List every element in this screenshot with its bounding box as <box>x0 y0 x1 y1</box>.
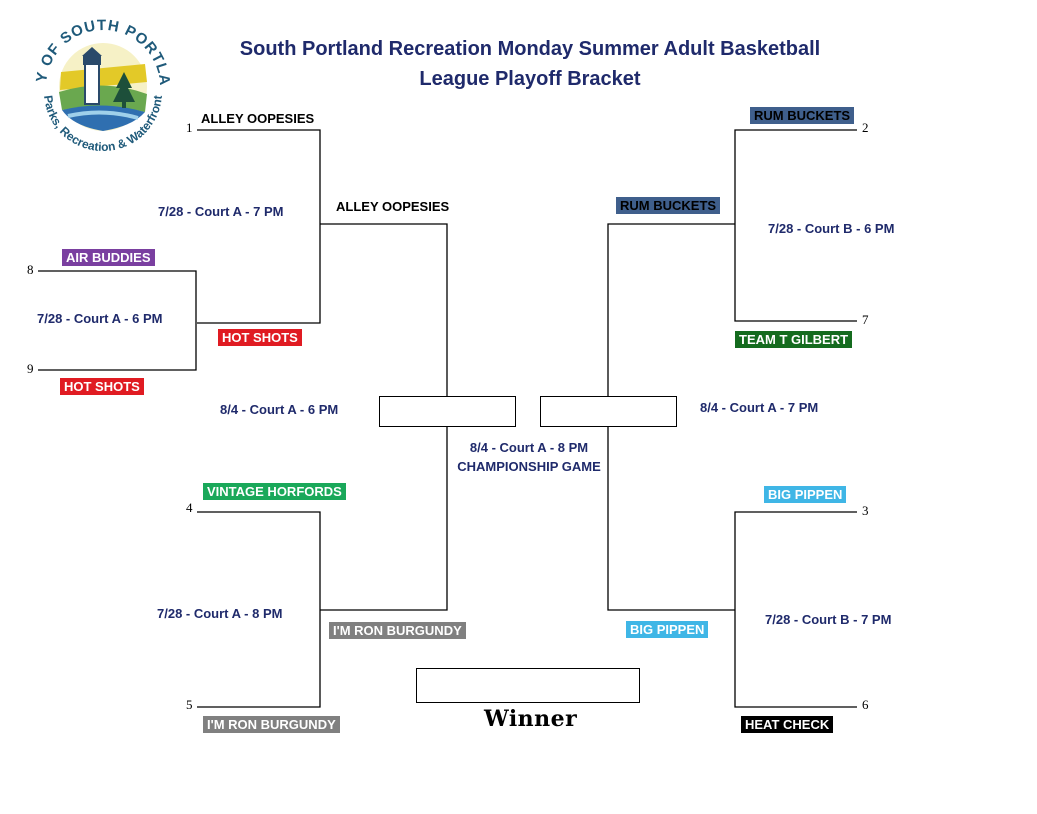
team-q3-winner[interactable]: RUM BUCKETS <box>616 197 721 214</box>
team-seed8[interactable]: AIR BUDDIES <box>62 249 155 266</box>
seed-number-1: 1 <box>186 120 193 135</box>
seed-number-9: 9 <box>27 361 34 376</box>
team-seed9[interactable]: HOT SHOTS <box>60 378 144 395</box>
game-info-q1: 7/28 - Court A - 7 PM <box>158 204 284 219</box>
team-seed5[interactable]: I'M RON BURGUNDY <box>203 716 340 733</box>
bracket-line-semi-left-top <box>320 223 448 396</box>
winner-label: Winner <box>484 706 578 732</box>
game-info-q4: 7/28 - Court B - 7 PM <box>765 612 892 627</box>
bracket-line-q3 <box>734 129 857 322</box>
team-q2-winner[interactable]: I'M RON BURGUNDY <box>329 622 466 639</box>
team-seed7[interactable]: TEAM T GILBERT <box>735 331 853 348</box>
team-seed3[interactable]: BIG PIPPEN <box>764 486 847 503</box>
game-info-q2: 7/28 - Court A - 8 PM <box>157 606 283 621</box>
seed-number-2: 2 <box>862 120 869 135</box>
lighthouse-logo-icon: CITY OF SOUTH PORTLAND Parks, Recreation… <box>28 12 172 154</box>
seed-number-7: 7 <box>862 312 869 327</box>
page-title-line1: South Portland Recreation Monday Summer … <box>239 38 821 60</box>
seed-number-3: 3 <box>862 503 869 518</box>
team-seed4[interactable]: VINTAGE HORFORDS <box>203 483 346 500</box>
page-title-line2: League Playoff Bracket <box>419 68 641 90</box>
seed-number-6: 6 <box>862 697 869 712</box>
bracket-line-semi-right-top <box>607 223 735 396</box>
team-seed6[interactable]: HEAT CHECK <box>741 716 834 733</box>
bracket-line-semi-right-bottom <box>607 425 735 611</box>
game-info-play-in: 7/28 - Court A - 6 PM <box>37 311 163 326</box>
semi-right-result-box[interactable] <box>540 396 677 427</box>
team-seed2[interactable]: RUM BUCKETS <box>750 107 855 124</box>
game-info-q3: 7/28 - Court B - 6 PM <box>768 221 895 236</box>
game-info-final: 8/4 - Court A - 8 PM <box>469 440 589 455</box>
bracket-line-q1 <box>197 129 321 324</box>
bracket-line-semi-left-bottom <box>320 427 448 611</box>
game-info-semi-right: 8/4 - Court A - 7 PM <box>700 400 819 415</box>
game-info-semi-left: 8/4 - Court A - 6 PM <box>220 402 339 417</box>
championship-game-label: CHAMPIONSHIP GAME <box>457 459 601 474</box>
seed-number-5: 5 <box>186 697 193 712</box>
team-play-in-winner[interactable]: HOT SHOTS <box>218 329 302 346</box>
semi-left-result-box[interactable] <box>379 396 516 427</box>
bracket-line-q4 <box>734 511 857 708</box>
seed-number-4: 4 <box>186 500 193 515</box>
seed-number-8: 8 <box>27 262 34 277</box>
team-seed1[interactable]: ALLEY OOPESIES <box>201 111 315 126</box>
championship-info: 8/4 - Court A - 8 PM CHAMPIONSHIP GAME <box>446 438 612 476</box>
team-q4-winner[interactable]: BIG PIPPEN <box>626 621 709 638</box>
bracket-line-play-in <box>38 270 197 371</box>
champion-result-box[interactable] <box>416 668 640 703</box>
team-q1-winner[interactable]: ALLEY OOPESIES <box>336 199 450 214</box>
